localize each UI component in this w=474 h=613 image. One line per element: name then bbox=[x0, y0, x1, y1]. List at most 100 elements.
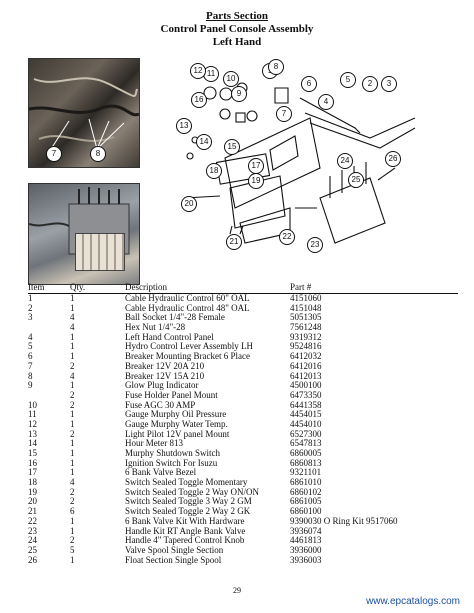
part-number-cell: 6860102 bbox=[290, 486, 322, 497]
part-number-cell: 6861010 bbox=[290, 477, 322, 488]
diagram-callout-13: 13 bbox=[176, 118, 192, 134]
description-cell: Fuse Holder Panel Mount bbox=[125, 389, 218, 400]
description-cell: Glow Plug Indicator bbox=[125, 380, 199, 391]
qty-cell: 2 bbox=[70, 486, 75, 497]
qty-cell: 4 bbox=[70, 322, 75, 333]
part-number-cell: 7561248 bbox=[290, 322, 322, 333]
table-row: 17 1 6 Bank Valve Bezel 9321101 bbox=[28, 468, 458, 478]
part-number-cell: 6860100 bbox=[290, 506, 322, 517]
table-row: 2 Fuse Holder Panel Mount 6473350 bbox=[28, 389, 458, 401]
item-cell: 4 bbox=[28, 331, 33, 342]
item-cell: 23 bbox=[28, 525, 37, 536]
qty-cell: 1 bbox=[70, 331, 75, 342]
qty-cell: 2 bbox=[70, 428, 75, 439]
diagram-callout-5: 5 bbox=[340, 72, 356, 88]
item-cell: 21 bbox=[28, 506, 37, 517]
diagram-callout-15: 15 bbox=[224, 139, 240, 155]
diagram-callout-19: 19 bbox=[248, 173, 264, 189]
diagram-callout-21: 21 bbox=[226, 234, 242, 250]
qty-cell: 6 bbox=[70, 506, 75, 517]
item-cell: 8 bbox=[28, 370, 33, 381]
diagram-callout-20: 20 bbox=[181, 196, 197, 212]
diagram-callout-18: 18 bbox=[206, 163, 222, 179]
part-number-cell: 6473350 bbox=[290, 389, 322, 400]
part-number-cell: 6861005 bbox=[290, 496, 322, 507]
part-number-cell: 3936003 bbox=[290, 554, 322, 565]
item-cell: 20 bbox=[28, 496, 37, 507]
part-number-cell: 6412013 bbox=[290, 370, 322, 381]
item-cell: 14 bbox=[28, 438, 37, 449]
qty-cell: 1 bbox=[70, 515, 75, 526]
part-number-cell: 9319312 bbox=[290, 331, 322, 342]
part-number-cell: 4454010 bbox=[290, 418, 322, 429]
page-title: Control Panel Console Assembly bbox=[160, 23, 314, 35]
item-cell: 9 bbox=[28, 380, 33, 391]
part-number-cell: 9321101 bbox=[290, 467, 322, 478]
description-cell: Handle 4" Tapered Control Knob bbox=[125, 535, 245, 546]
qty-cell: 1 bbox=[70, 293, 75, 303]
description-cell: Gauge Murphy Water Temp. bbox=[125, 418, 228, 429]
header-description: Description bbox=[125, 282, 167, 292]
header-qty: Qty. bbox=[70, 282, 86, 292]
wiring-lines bbox=[29, 77, 139, 150]
item-cell: 13 bbox=[28, 428, 37, 439]
part-number-cell: 3936074 bbox=[290, 525, 322, 536]
description-cell: Murphy Shutdown Switch bbox=[125, 448, 221, 458]
part-number-cell: 9524816 bbox=[290, 341, 322, 352]
description-cell: Hex Nut 1/4"-28 bbox=[125, 322, 186, 333]
diagram-callout-14: 14 bbox=[196, 134, 212, 150]
description-cell: Cable Hydraulic Control 60" OAL bbox=[125, 293, 250, 303]
description-cell: Light Pilot 12V panel Mount bbox=[125, 428, 230, 439]
lever-top bbox=[274, 87, 289, 104]
page-subtitle: Left Hand bbox=[212, 36, 262, 48]
diagram-callout-10: 10 bbox=[223, 71, 239, 87]
description-cell: 6 Bank Valve Bezel bbox=[125, 467, 197, 478]
qty-cell: 1 bbox=[70, 438, 75, 449]
item-cell: 26 bbox=[28, 554, 37, 565]
item-cell: 6 bbox=[28, 351, 33, 362]
qty-cell: 2 bbox=[70, 389, 75, 400]
item-cell: 7 bbox=[28, 360, 33, 371]
item-cell: 16 bbox=[28, 457, 37, 468]
description-cell: Ball Socket 1/4"-28 Female bbox=[125, 312, 225, 323]
part-number-cell: 4461813 bbox=[290, 535, 322, 546]
diagram-callout-3: 3 bbox=[381, 76, 397, 92]
item-cell: 1 bbox=[28, 293, 33, 303]
diagram-callout-23: 23 bbox=[307, 237, 323, 253]
diagram-callout-17: 17 bbox=[248, 158, 264, 174]
qty-cell: 4 bbox=[70, 477, 75, 488]
part-number-cell: 4500100 bbox=[290, 380, 322, 391]
cable-3 bbox=[309, 122, 416, 149]
item-cell: 17 bbox=[28, 467, 37, 478]
qty-cell: 4 bbox=[70, 312, 75, 323]
qty-cell: 1 bbox=[70, 467, 75, 478]
description-cell: Valve Spool Single Section bbox=[125, 544, 224, 555]
description-cell: Gauge Murphy Oil Pressure bbox=[125, 409, 227, 420]
item-cell: 5 bbox=[28, 341, 33, 352]
toggle-panel-photo bbox=[75, 233, 125, 271]
cable-1 bbox=[299, 97, 361, 134]
description-cell: Handle Kit RT Angle Bank Valve bbox=[125, 525, 246, 536]
diagram-callout-6: 6 bbox=[301, 76, 317, 92]
item-cell: 19 bbox=[28, 486, 37, 497]
diagram-callout-12: 12 bbox=[190, 63, 206, 79]
diagram-callout-22: 22 bbox=[279, 229, 295, 245]
watermark: www.epcatalogs.com bbox=[366, 596, 460, 607]
diagram-callout-8: 8 bbox=[268, 59, 284, 75]
